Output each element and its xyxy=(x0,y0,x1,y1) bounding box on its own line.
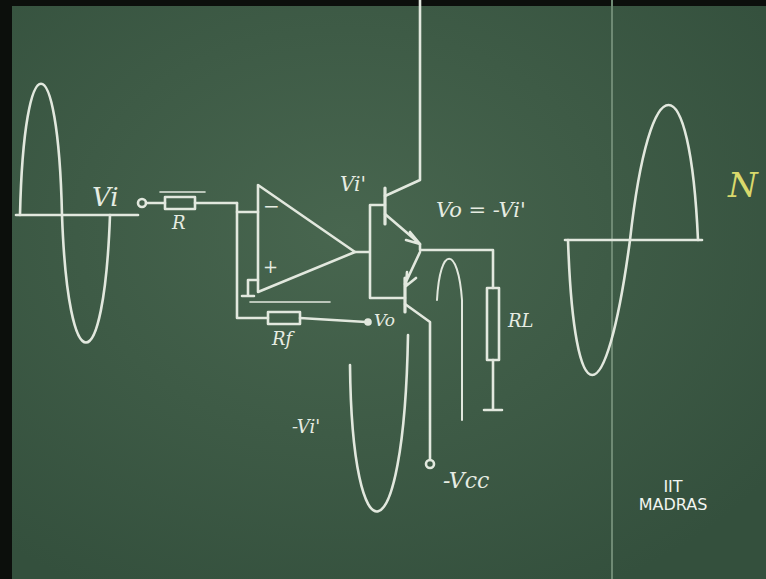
axis-line xyxy=(16,214,138,217)
supply-terminal xyxy=(426,460,434,468)
collector-wire xyxy=(405,304,430,460)
handwritten-note: N xyxy=(728,168,758,202)
current-arrow-line xyxy=(250,301,330,303)
resistor-label: Rf xyxy=(272,330,292,348)
ground-wire xyxy=(242,280,258,296)
board-edge xyxy=(0,0,12,579)
collector-wire xyxy=(385,0,420,196)
pnp-emitter xyxy=(405,252,420,286)
signal-name: -Vi' xyxy=(292,418,320,436)
op-amp-symbol xyxy=(258,185,355,292)
resistor-symbol xyxy=(487,288,499,360)
current-arrow-line xyxy=(160,191,205,193)
supply-label: -Vcc xyxy=(443,470,489,492)
board-edge xyxy=(0,0,766,6)
feedback-wire xyxy=(237,212,366,322)
wire xyxy=(237,203,258,212)
resistor-symbol xyxy=(268,312,300,324)
signal-name: Vi' xyxy=(340,174,366,194)
signal-name: Vo xyxy=(374,312,395,329)
input-waveform xyxy=(20,84,110,343)
npn-emitter xyxy=(385,214,420,244)
node-dot xyxy=(366,320,371,325)
axis-line xyxy=(565,239,702,242)
half-waveform xyxy=(350,335,408,511)
board-seam xyxy=(611,0,613,579)
resistor-label: RL xyxy=(508,312,534,330)
half-waveform xyxy=(437,259,462,420)
npn-base-bar xyxy=(383,188,386,224)
resistor-label: R xyxy=(172,214,186,232)
signal-name: Vi xyxy=(92,184,119,210)
output-waveform xyxy=(568,105,698,375)
wire xyxy=(146,202,237,205)
pin-sign: + xyxy=(263,258,278,276)
signal-equation: Vo = -Vi' xyxy=(436,200,526,221)
watermark: IIT MADRAS xyxy=(628,478,718,513)
base-wire xyxy=(355,205,405,298)
pin-sign: − xyxy=(263,196,280,216)
resistor-symbol xyxy=(165,197,195,209)
